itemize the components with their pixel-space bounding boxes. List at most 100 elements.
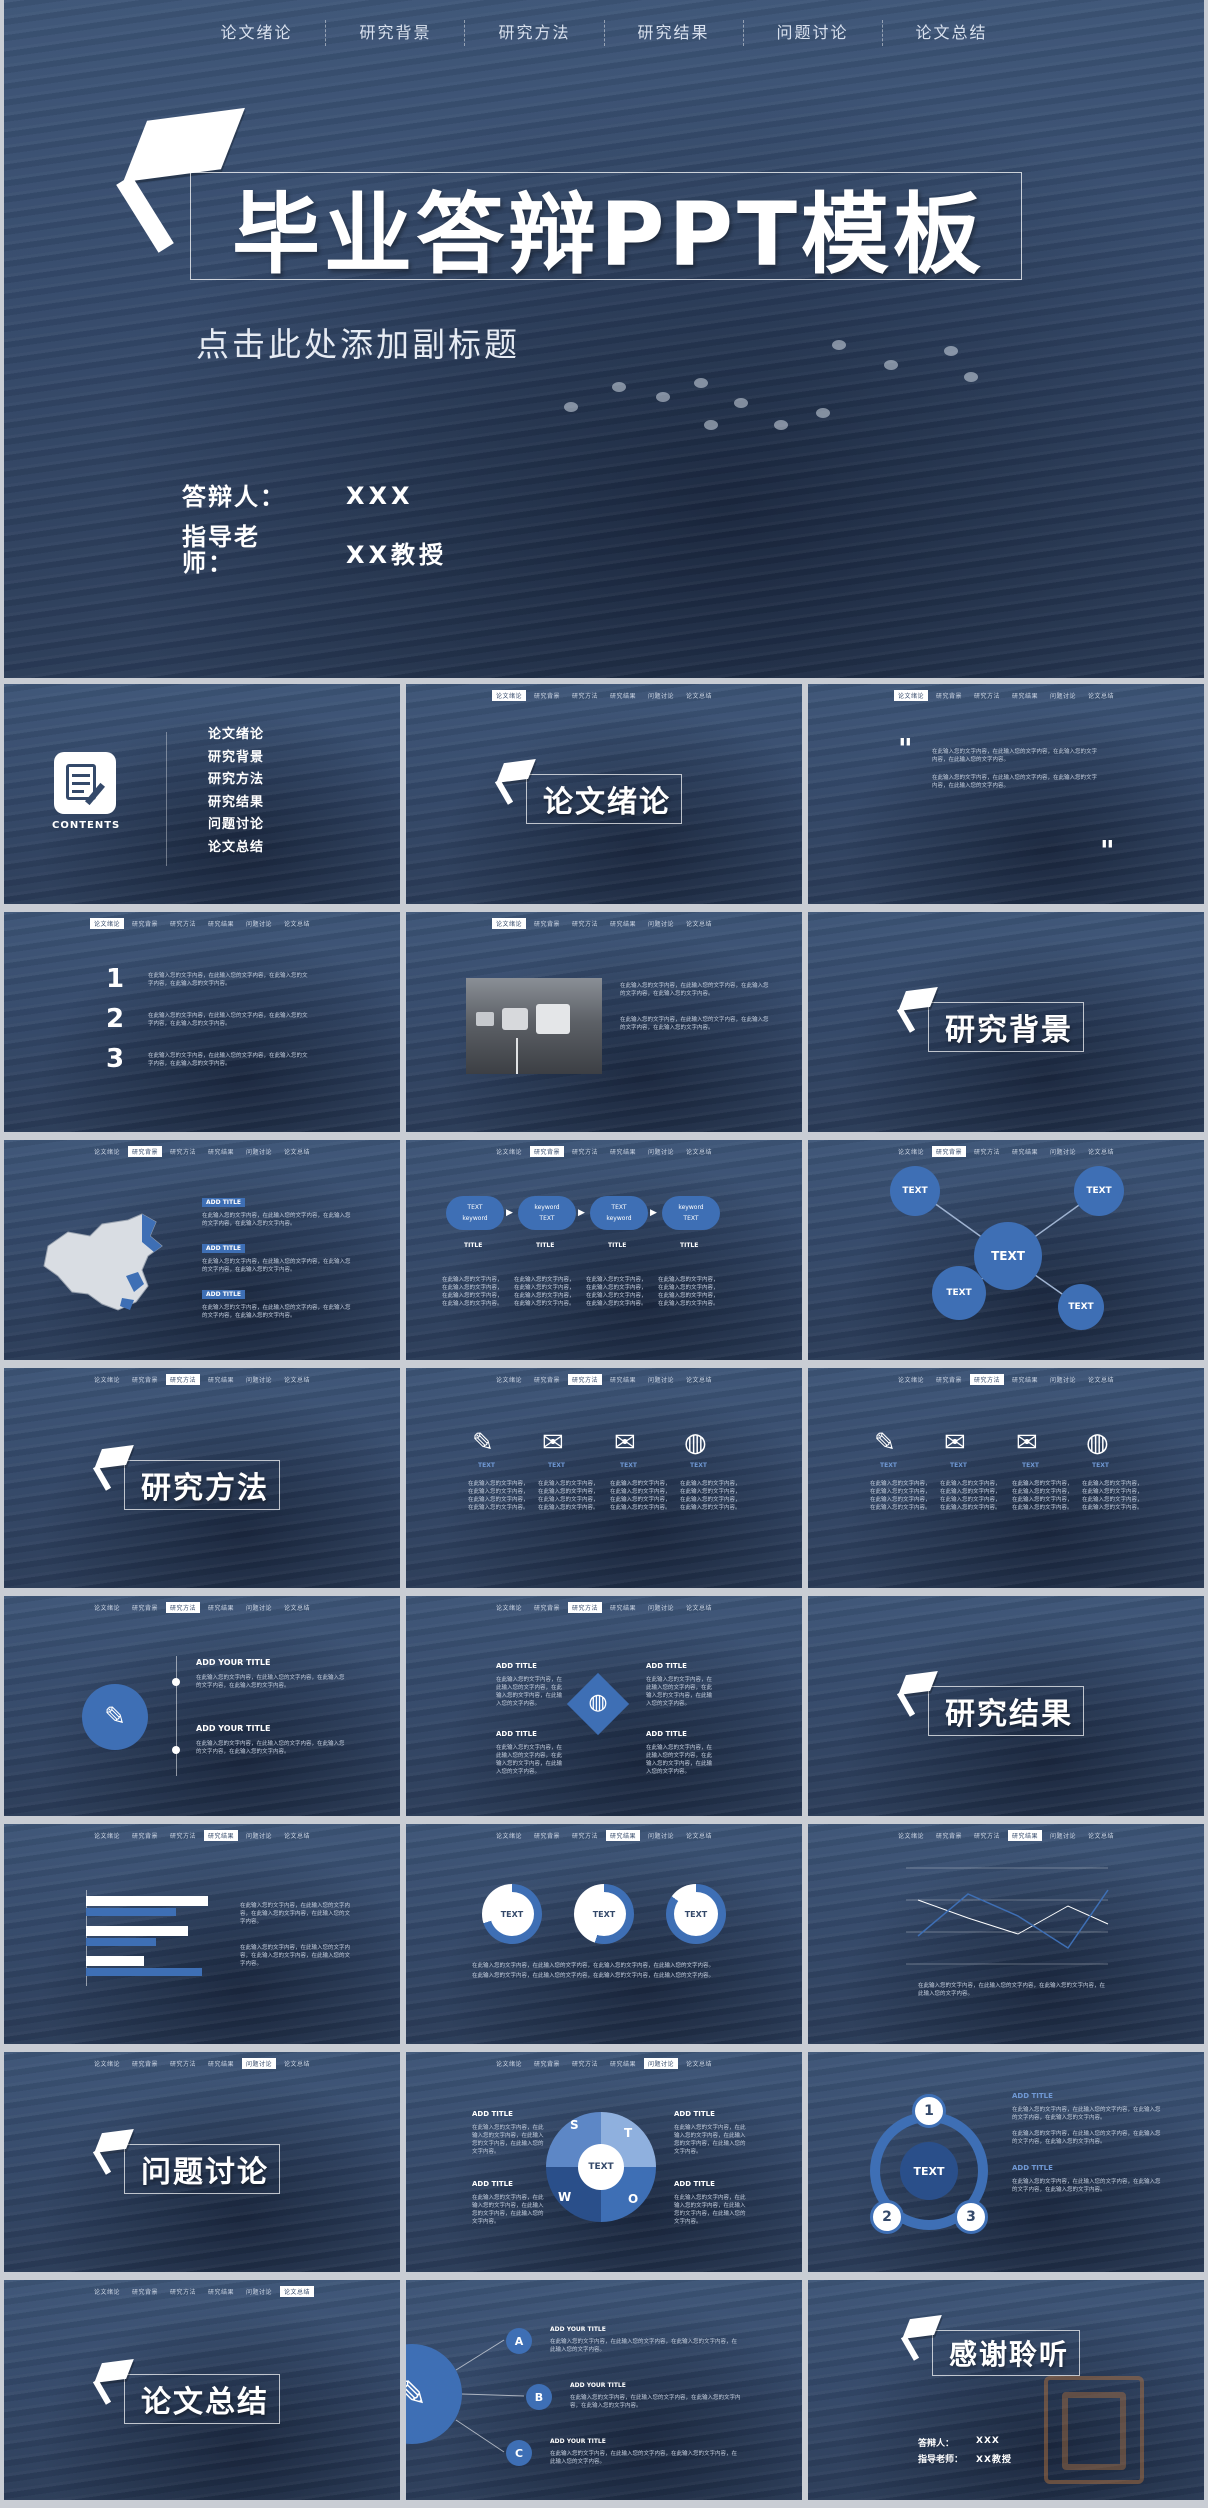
swot-title: ADD TITLE bbox=[674, 2180, 715, 2188]
icon-label: TEXT bbox=[478, 1462, 495, 1469]
body-text: 在此输入您的文字内容，在此输入您的文字内容，在此输入您的文字内容，在此输入您的文… bbox=[620, 1017, 769, 1031]
hero-nav-item[interactable]: 研究方法 bbox=[465, 20, 605, 46]
graduation-cap-icon bbox=[92, 2359, 139, 2409]
slide-timeline[interactable]: 论文绪论研究背景研究方法研究结果问题讨论论文总结 ✎ ADD YOUR TITL… bbox=[4, 1596, 400, 1816]
contents-item[interactable]: 论文绪论 bbox=[208, 727, 265, 742]
map-text: 在此输入您的文字内容，在此输入您的文字内容，在此输入您的文字内容，在此输入您的文… bbox=[202, 1213, 351, 1227]
slide-nav: 论文绪论研究背景研究方法研究结果问题讨论论文总结 bbox=[406, 690, 802, 701]
diamond-text: 在此输入您的文字内容，在此输入您的文字内容，在此输入您的文字内容，在此输入您的文… bbox=[496, 1745, 563, 1775]
slide-map[interactable]: 论文绪论研究背景研究方法研究结果问题讨论论文总结 ADD TITLE 在此输入您… bbox=[4, 1140, 400, 1360]
icon-label: TEXT bbox=[548, 1462, 565, 1469]
cycle-text: 在此输入您的文字内容，在此输入您的文字内容，在此输入您的文字内容，在此输入您的文… bbox=[1012, 2131, 1161, 2145]
slide-nav: 论文绪论研究背景研究方法研究结果问题讨论论文总结 bbox=[4, 1374, 400, 1385]
graduation-cap-icon bbox=[896, 1671, 943, 1721]
slide-nav: 论文绪论研究背景研究方法研究结果问题讨论论文总结 bbox=[406, 2058, 802, 2069]
slide-icons-a[interactable]: 论文绪论研究背景研究方法研究结果问题讨论论文总结 ✎ ✉ ✉ ◍ TEXT TE… bbox=[406, 1368, 802, 1588]
watermark-logo bbox=[1044, 2376, 1144, 2484]
main-title[interactable]: 毕业答辩PPT模板 bbox=[232, 183, 986, 286]
map-title: ADD TITLE bbox=[202, 1198, 246, 1207]
slide-section-summary[interactable]: 论文绪论研究背景研究方法研究结果问题讨论论文总结 论文总结 bbox=[4, 2280, 400, 2500]
slide-section-intro[interactable]: 论文绪论研究背景研究方法研究结果问题讨论论文总结 论文绪论 bbox=[406, 684, 802, 904]
swot-center: TEXT bbox=[578, 2144, 624, 2190]
contents-item[interactable]: 问题讨论 bbox=[208, 817, 265, 832]
slide-quote[interactable]: 论文绪论研究背景研究方法研究结果问题讨论论文总结 " 在此输入您的文字内容，在此… bbox=[808, 684, 1204, 904]
slide-diamond[interactable]: 论文绪论研究背景研究方法研究结果问题讨论论文总结 ◍ ADD TITLE 在此输… bbox=[406, 1596, 802, 1816]
slide-line-chart[interactable]: 论文绪论研究背景研究方法研究结果问题讨论论文总结 在此输入您的文字内容，在此输入… bbox=[808, 1824, 1204, 2044]
contents-item[interactable]: 研究背景 bbox=[208, 749, 265, 765]
slide-network[interactable]: 论文绪论研究背景研究方法研究结果问题讨论论文总结 TEXT TEXT TEXT … bbox=[808, 1140, 1204, 1360]
arrow-right-icon: ▶ bbox=[578, 1208, 585, 1218]
contents-item[interactable]: 研究方法 bbox=[208, 772, 265, 787]
note-icon: ✎ bbox=[82, 1684, 148, 1750]
slide-contents[interactable]: CONTENTS 论文绪论 研究背景 研究方法 研究结果 问题讨论 论文总结 bbox=[4, 684, 400, 904]
section-title: 研究结果 bbox=[945, 1697, 1073, 1732]
slide-nav: 论文绪论研究背景研究方法研究结果问题讨论论文总结 bbox=[808, 1374, 1204, 1385]
hero-nav-item[interactable]: 研究结果 bbox=[605, 20, 744, 46]
hero-nav-item[interactable]: 论文绪论 bbox=[187, 20, 327, 46]
slide-swot[interactable]: 论文绪论研究背景研究方法研究结果问题讨论论文总结 TEXT S T W O AD… bbox=[406, 2052, 802, 2272]
flow-title: TITLE bbox=[464, 1242, 483, 1249]
subtitle[interactable]: 点击此处添加副标题 bbox=[196, 325, 520, 364]
swot-text: 在此输入您的文字内容，在此输入您的文字内容，在此输入您的文字内容，在此输入您的文… bbox=[472, 2125, 544, 2155]
cycle-text: 在此输入您的文字内容，在此输入您的文字内容，在此输入您的文字内容，在此输入您的文… bbox=[1012, 2179, 1161, 2193]
slide-section-discussion[interactable]: 论文绪论研究背景研究方法研究结果问题讨论论文总结 问题讨论 bbox=[4, 2052, 400, 2272]
ring-label: TEXT bbox=[490, 1892, 534, 1936]
bar bbox=[86, 1938, 156, 1946]
diamond-title: ADD TITLE bbox=[496, 1730, 537, 1738]
respondent-value[interactable]: XXX bbox=[346, 482, 414, 510]
network-node: TEXT bbox=[890, 1166, 940, 1216]
cycle-node: 1 bbox=[912, 2094, 946, 2128]
slide-cycle[interactable]: TEXT 1 2 3 ADD TITLE 在此输入您的文字内容，在此输入您的文字… bbox=[808, 2052, 1204, 2272]
contents-item[interactable]: 研究结果 bbox=[208, 794, 265, 810]
slide-bar-chart[interactable]: 论文绪论研究背景研究方法研究结果问题讨论论文总结 在此输入您的文字内容，在此输入… bbox=[4, 1824, 400, 2044]
ring-chart: TEXT bbox=[482, 1884, 542, 1944]
swot-letter: W bbox=[558, 2190, 572, 2204]
hero-nav-item[interactable]: 论文总结 bbox=[915, 23, 988, 42]
swot-text: 在此输入您的文字内容，在此输入您的文字内容，在此输入您的文字内容，在此输入您的文… bbox=[674, 2195, 746, 2225]
cycle-text: 在此输入您的文字内容，在此输入您的文字内容，在此输入您的文字内容，在此输入您的文… bbox=[1012, 2107, 1161, 2121]
flow-text: 在此输入您的文字内容，在此输入您的文字内容，在此输入您的文字内容，在此输入您的文… bbox=[442, 1277, 503, 1307]
swot-text: 在此输入您的文字内容，在此输入您的文字内容，在此输入您的文字内容，在此输入您的文… bbox=[472, 2195, 544, 2225]
abc-marker: C bbox=[506, 2440, 532, 2466]
slide-thanks[interactable]: 感谢聆听 答辩人： XXX 指导老师： XX教授 bbox=[808, 2280, 1204, 2500]
rings-text: 在此输入您的文字内容，在此输入您的文字内容，在此输入您的文字内容，在此输入您的文… bbox=[472, 1963, 715, 1969]
slide-nav: 论文绪论研究背景研究方法研究结果问题讨论论文总结 bbox=[4, 1830, 400, 1841]
graduation-cap-icon bbox=[92, 1445, 139, 1495]
slide-abc-list[interactable]: ✎ A B C ADD YOUR TITLE 在此输入您的文字内容，在此输入您的… bbox=[406, 2280, 802, 2500]
contents-label: CONTENTS bbox=[52, 820, 121, 831]
contents-list: 论文绪论 研究背景 研究方法 研究结果 问题讨论 论文总结 bbox=[208, 724, 264, 859]
slide-nav: 论文绪论研究背景研究方法研究结果问题讨论论文总结 bbox=[4, 918, 400, 929]
bar bbox=[86, 1908, 176, 1916]
number: 3 bbox=[106, 1044, 125, 1074]
diamond-title: ADD TITLE bbox=[646, 1730, 687, 1738]
icon-label: TEXT bbox=[1022, 1462, 1039, 1469]
slide-section-method[interactable]: 论文绪论研究背景研究方法研究结果问题讨论论文总结 研究方法 bbox=[4, 1368, 400, 1588]
slide-nav: 论文绪论研究背景研究方法研究结果问题讨论论文总结 bbox=[406, 1374, 802, 1385]
flow-title: TITLE bbox=[680, 1242, 699, 1249]
cycle-title: ADD TITLE bbox=[1012, 2092, 1053, 2100]
quote-text: 在此输入您的文字内容，在此输入您的文字内容，在此输入您的文字内容，在此输入您的文… bbox=[932, 749, 1098, 763]
icon-text: 在此输入您的文字内容，在此输入您的文字内容，在此输入您的文字内容，在此输入您的文… bbox=[610, 1481, 671, 1511]
cycle-center: TEXT bbox=[900, 2142, 958, 2200]
edit-document-icon: ✎ bbox=[472, 1428, 494, 1458]
slide-photo[interactable]: 论文绪论研究背景研究方法研究结果问题讨论论文总结 在此输入您的文字内容，在此输入… bbox=[406, 912, 802, 1132]
abc-marker: B bbox=[526, 2384, 552, 2410]
slide-numbered-list[interactable]: 论文绪论研究背景研究方法研究结果问题讨论论文总结 1 2 3 在此输入您的文字内… bbox=[4, 912, 400, 1132]
slide-rings[interactable]: 论文绪论研究背景研究方法研究结果问题讨论论文总结 TEXT TEXT TEXT … bbox=[406, 1824, 802, 2044]
hero-nav-item[interactable]: 研究背景 bbox=[326, 20, 466, 46]
advisor-value[interactable]: XX教授 bbox=[346, 541, 448, 569]
slide-section-result[interactable]: 研究结果 bbox=[808, 1596, 1204, 1816]
slide-section-background[interactable]: 研究背景 bbox=[808, 912, 1204, 1132]
flow-text: 在此输入您的文字内容，在此输入您的文字内容，在此输入您的文字内容，在此输入您的文… bbox=[514, 1277, 575, 1307]
end-advisor-label: 指导老师： bbox=[918, 2455, 964, 2465]
contents-item[interactable]: 论文总结 bbox=[208, 839, 265, 855]
icon-text: 在此输入您的文字内容，在此输入您的文字内容，在此输入您的文字内容，在此输入您的文… bbox=[468, 1481, 529, 1511]
item-text: 在此输入您的文字内容，在此输入您的文字内容，在此输入您的文字内容，在此输入您的文… bbox=[148, 973, 308, 987]
slide-icons-b[interactable]: 论文绪论研究背景研究方法研究结果问题讨论论文总结 ✎ ✉ ✉ ◍ TEXT TE… bbox=[808, 1368, 1204, 1588]
hero-nav-item[interactable]: 问题讨论 bbox=[744, 20, 883, 46]
flow-title: TITLE bbox=[536, 1242, 555, 1249]
quote-open-icon: " bbox=[898, 732, 913, 765]
icon-text: 在此输入您的文字内容，在此输入您的文字内容，在此输入您的文字内容，在此输入您的文… bbox=[1012, 1481, 1073, 1511]
